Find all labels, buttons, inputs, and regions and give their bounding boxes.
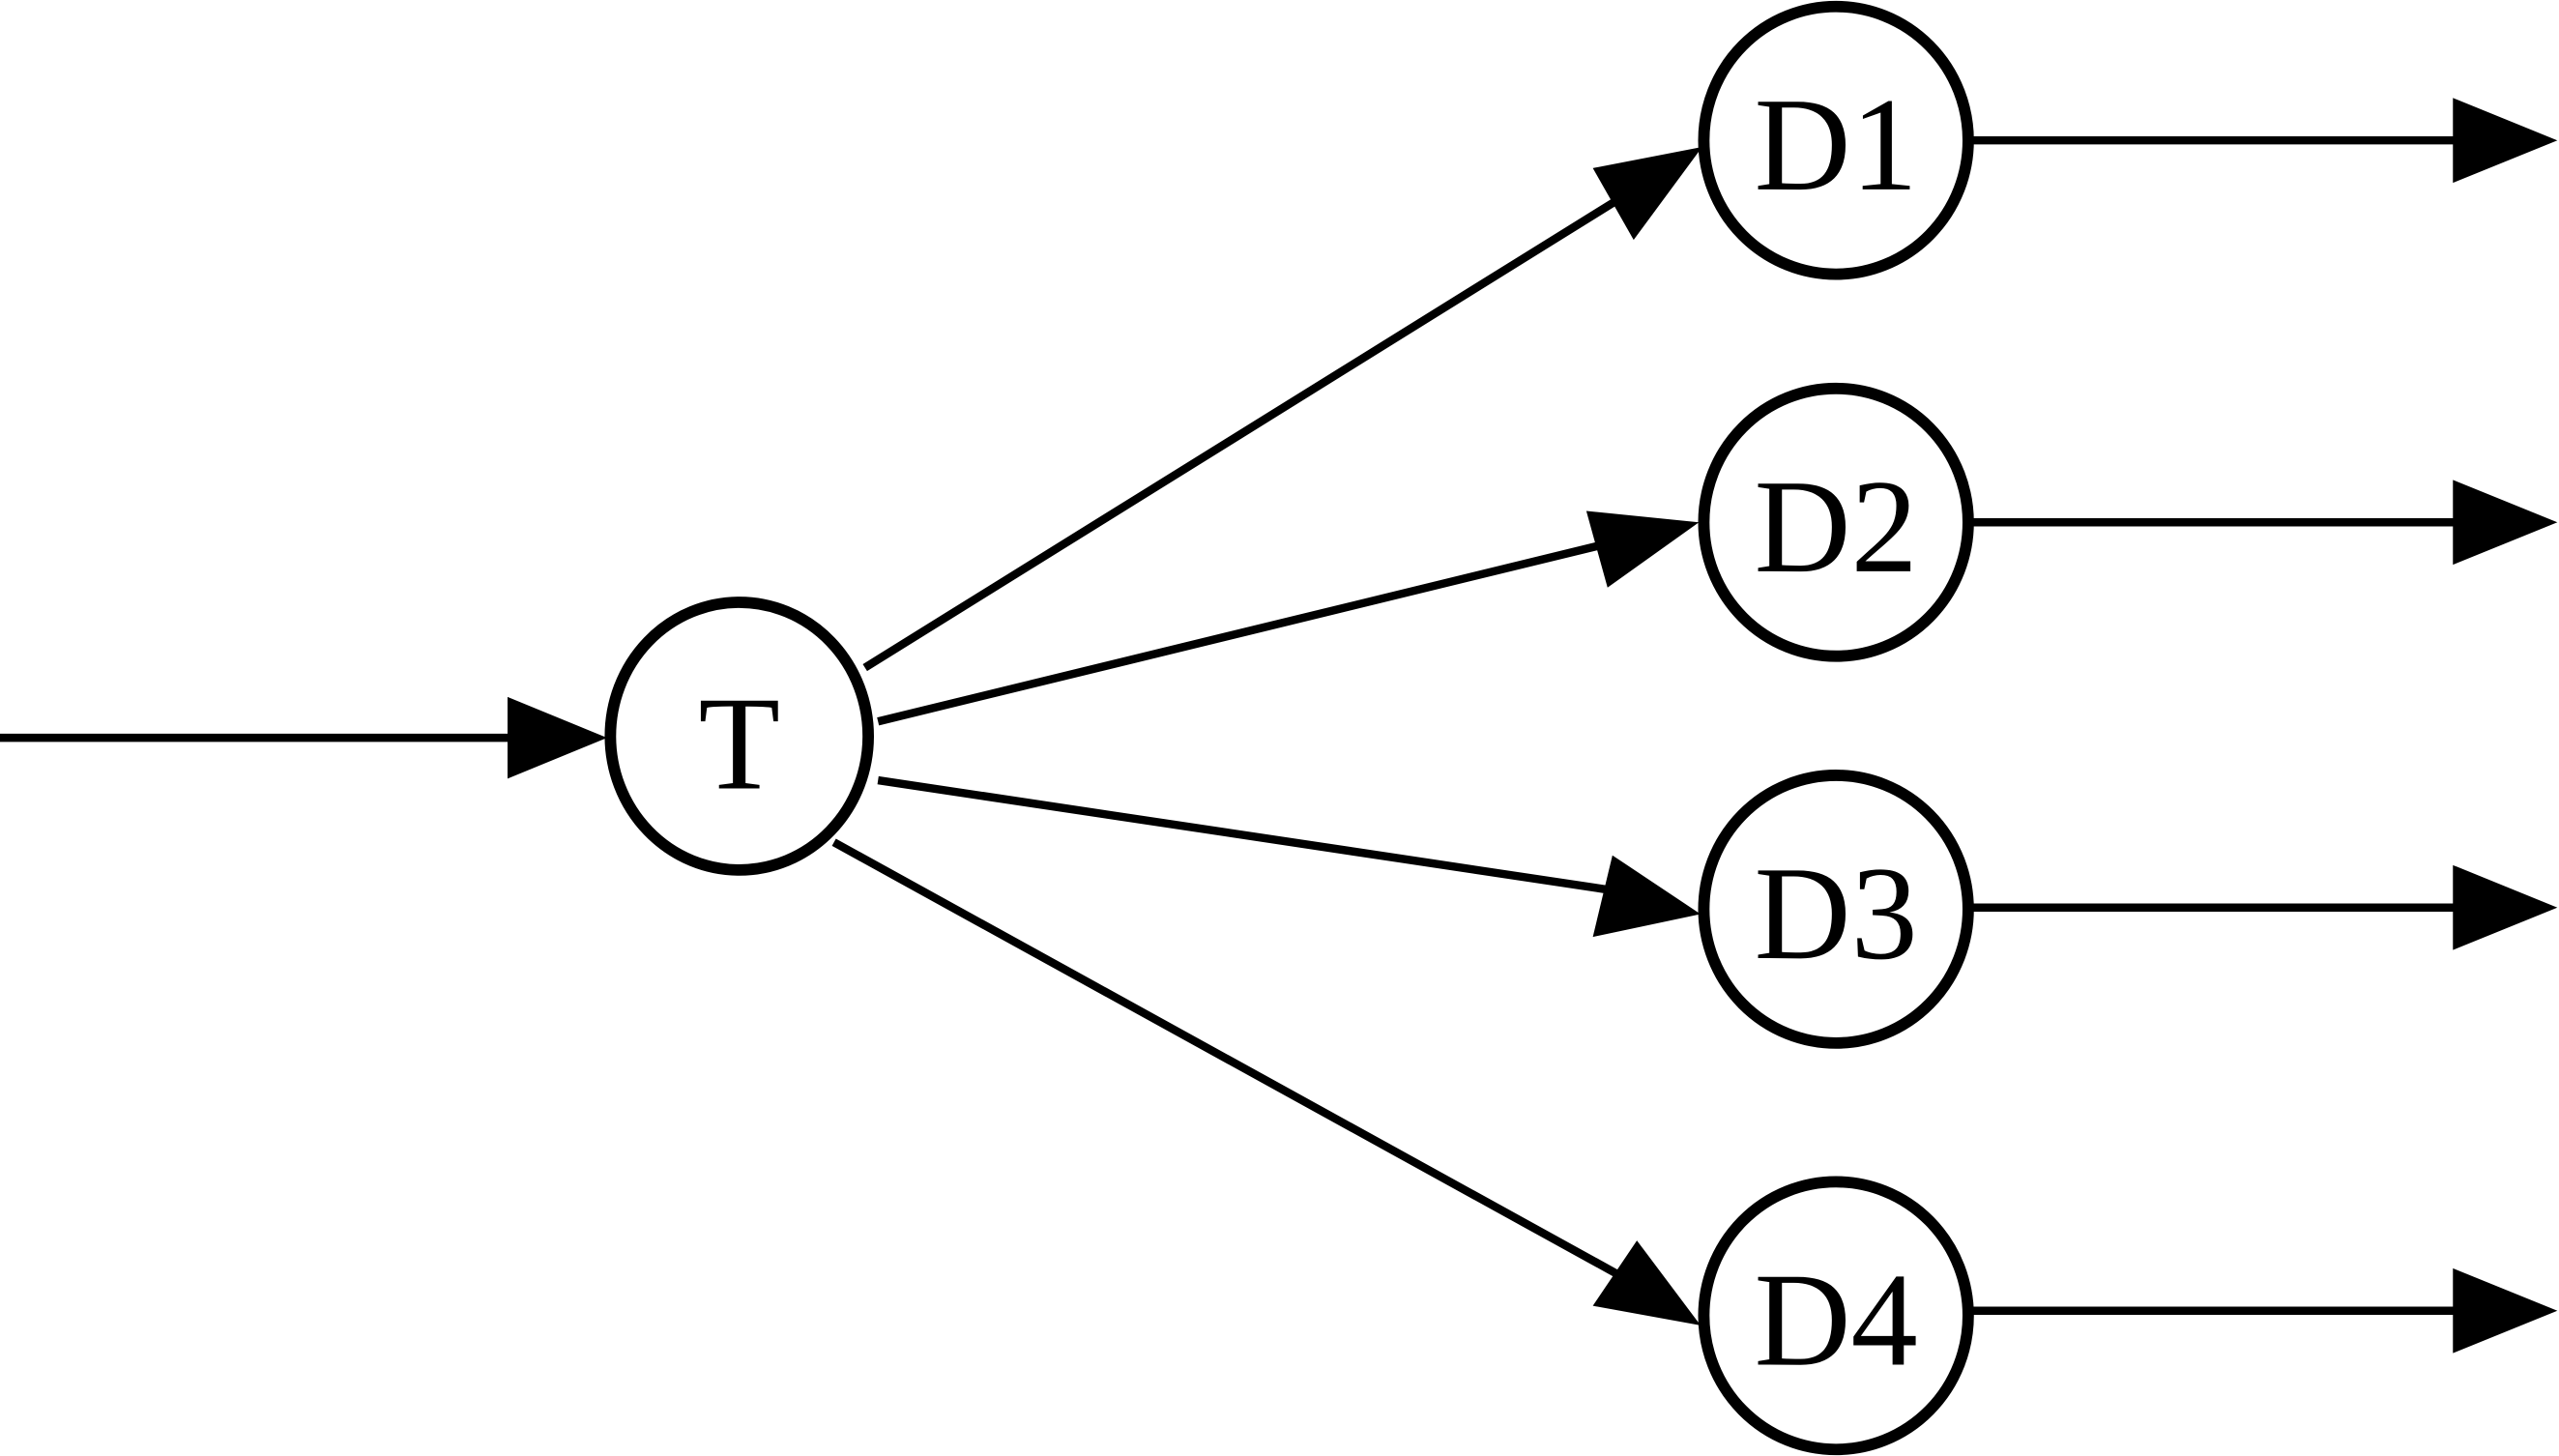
edge-d3-to-output: [1971, 864, 2558, 950]
edge-t-to-d1: [862, 146, 1702, 672]
arrowhead-icon: [2453, 480, 2558, 566]
node-label: T: [698, 669, 780, 817]
edge-input-to-t: [0, 696, 607, 779]
node-label: D1: [1755, 71, 1918, 218]
arrowhead-icon: [2453, 98, 2558, 184]
node-label: D3: [1755, 839, 1918, 987]
edge-t-to-d3: [877, 775, 1701, 938]
arrowhead-icon: [1592, 146, 1702, 241]
edge-d2-to-output: [1971, 480, 2558, 566]
node-d2: D2: [1698, 382, 1974, 662]
node-label: D4: [1755, 1245, 1918, 1393]
node-d4: D4: [1698, 1176, 1974, 1456]
edge-t-to-d4: [831, 838, 1701, 1325]
node-d3: D3: [1698, 770, 1974, 1049]
arrowhead-icon: [1592, 1240, 1701, 1325]
arrowhead-icon: [1592, 855, 1701, 938]
arrowhead-icon: [2453, 864, 2558, 950]
arrowhead-icon: [2453, 1267, 2558, 1354]
node-label: D2: [1755, 452, 1918, 600]
arrowhead-icon: [508, 696, 607, 779]
edge-d4-to-output: [1971, 1267, 2558, 1354]
node-d1: D1: [1698, 0, 1974, 280]
edge-d1-to-output: [1971, 98, 2558, 184]
node-t: T: [604, 597, 874, 876]
arrowhead-icon: [1585, 510, 1700, 588]
edge-t-to-d2: [877, 510, 1700, 726]
